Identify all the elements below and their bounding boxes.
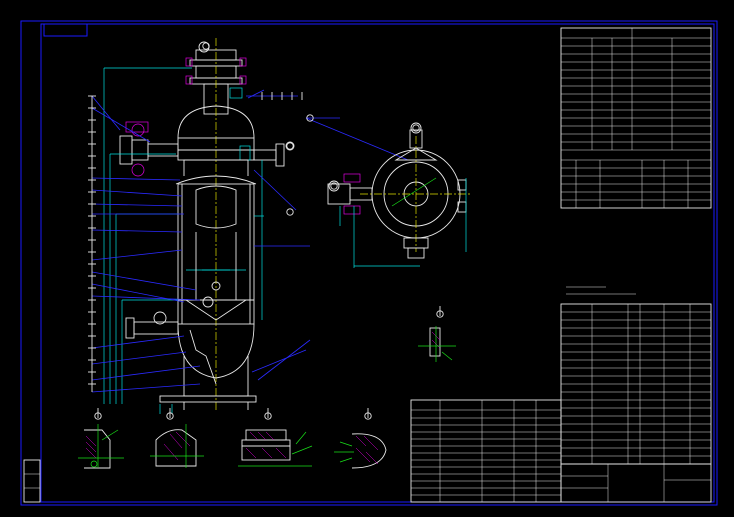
outer-frame bbox=[20, 20, 718, 506]
corner-code-box bbox=[43, 23, 88, 37]
main-shell bbox=[177, 183, 255, 325]
callout-balloon bbox=[436, 310, 444, 318]
detail-view-5 bbox=[418, 306, 456, 362]
main-vessel-view bbox=[119, 38, 295, 410]
main-view-dimensions bbox=[103, 67, 264, 414]
lower-head bbox=[177, 323, 255, 379]
callout-balloon bbox=[330, 182, 338, 190]
lower-left-nozzle bbox=[125, 311, 179, 339]
detail-view-3 bbox=[238, 408, 313, 467]
callout-balloon bbox=[286, 142, 294, 150]
binding-margin bbox=[23, 459, 41, 503]
left-side-nozzle bbox=[119, 121, 179, 177]
inner-frame bbox=[40, 23, 715, 503]
left-callouts bbox=[91, 95, 201, 393]
bottom-parts-list bbox=[410, 399, 562, 503]
callout-balloon bbox=[264, 412, 272, 420]
detail-view-2 bbox=[150, 408, 204, 468]
callout-balloon bbox=[166, 412, 174, 420]
upper-dome bbox=[177, 105, 255, 139]
callout-balloon bbox=[412, 124, 420, 132]
callout-balloon bbox=[306, 114, 314, 122]
title-block bbox=[560, 463, 712, 503]
callout-balloon bbox=[202, 42, 210, 50]
detail-view-1 bbox=[78, 408, 124, 469]
internal-vessel bbox=[195, 185, 237, 229]
callout-balloon bbox=[94, 412, 102, 420]
lower-head-inner bbox=[175, 175, 257, 185]
technical-notes bbox=[566, 286, 636, 295]
right-callouts bbox=[246, 89, 409, 381]
top-nozzle bbox=[185, 38, 247, 410]
callout-balloon bbox=[364, 412, 372, 420]
detail-view-4 bbox=[334, 408, 387, 469]
right-side-nozzle bbox=[239, 141, 295, 167]
callout-balloon bbox=[286, 208, 294, 216]
plan-view bbox=[327, 122, 472, 268]
